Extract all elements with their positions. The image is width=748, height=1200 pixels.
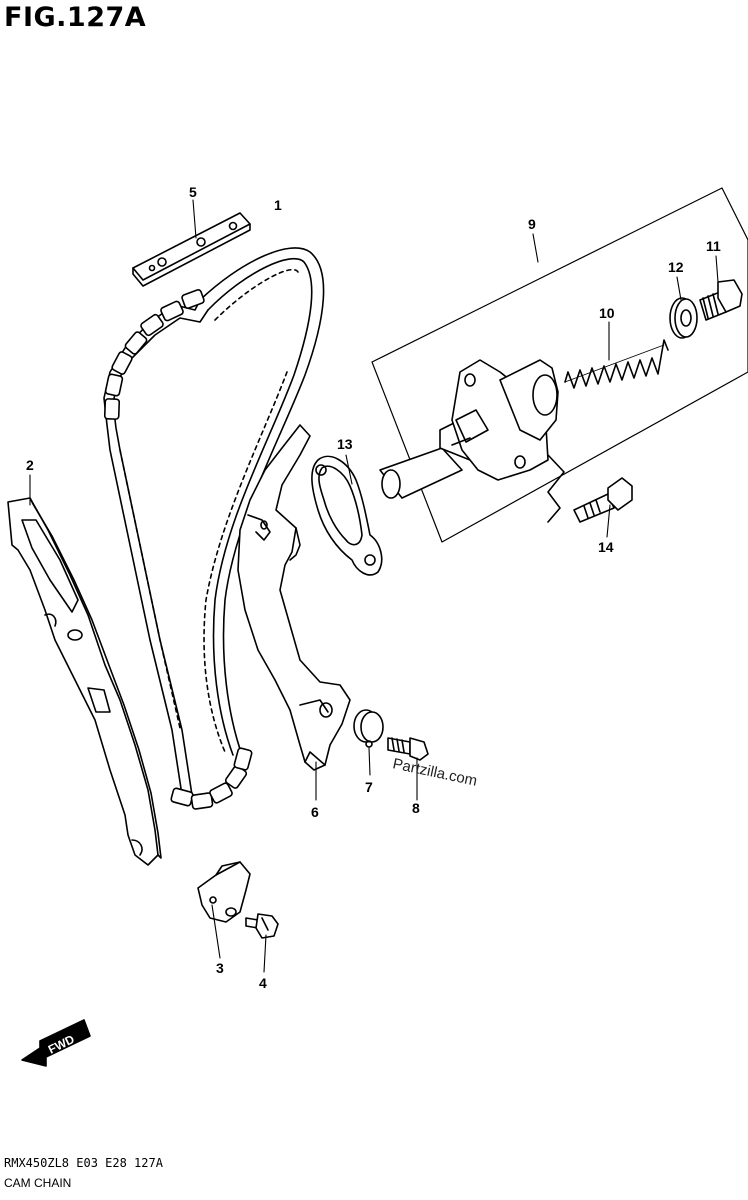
tensioner-gasket-part[interactable] — [311, 455, 383, 576]
callout-7[interactable]: 7 — [365, 779, 373, 795]
callout-11[interactable]: 11 — [706, 238, 721, 254]
bracket-bolt-part[interactable] — [245, 913, 279, 939]
diagram-caption: CAM CHAIN — [4, 1176, 72, 1190]
guide-spacer-part[interactable] — [353, 709, 384, 748]
chain-pin-plate-part[interactable] — [132, 212, 251, 287]
callout-6[interactable]: 6 — [311, 804, 319, 820]
tensioner-spring-part[interactable] — [564, 339, 669, 389]
callout-14[interactable]: 14 — [598, 539, 614, 555]
callout-5[interactable]: 5 — [189, 184, 197, 200]
callout-10[interactable]: 10 — [599, 305, 615, 321]
tensioner-bolt-part[interactable] — [573, 477, 633, 523]
forward-direction-arrow — [21, 1019, 91, 1067]
tensioner-cap-bolt-part[interactable] — [699, 279, 743, 321]
callout-leaders — [29, 199, 719, 973]
callout-8[interactable]: 8 — [412, 800, 420, 816]
chain-tensioner-guide-part[interactable] — [237, 424, 351, 771]
cam-chain-guide-part[interactable] — [7, 497, 162, 866]
tensioner-assembly-part[interactable] — [371, 187, 748, 543]
callout-9[interactable]: 9 — [528, 216, 536, 232]
guide-bolt-part[interactable] — [387, 737, 429, 761]
chain-guide-bracket-part[interactable] — [197, 861, 251, 923]
callout-3[interactable]: 3 — [216, 960, 224, 976]
part-number-labels: 1 2 3 4 5 6 7 8 9 10 11 12 13 14 — [26, 184, 721, 991]
gasket-washer-part[interactable] — [669, 297, 698, 339]
cam-chain-part[interactable] — [103, 247, 325, 810]
watermark-text: Partzilla.com — [391, 755, 479, 789]
callout-12[interactable]: 12 — [668, 259, 684, 275]
figure-title: FIG.127A — [4, 2, 147, 33]
callout-2[interactable]: 2 — [26, 457, 34, 473]
callout-1[interactable]: 1 — [274, 197, 282, 213]
callout-13[interactable]: 13 — [337, 436, 353, 452]
diagram-code: RMX450ZL8 E03 E28 127A — [4, 1156, 163, 1170]
callout-4[interactable]: 4 — [259, 975, 267, 991]
